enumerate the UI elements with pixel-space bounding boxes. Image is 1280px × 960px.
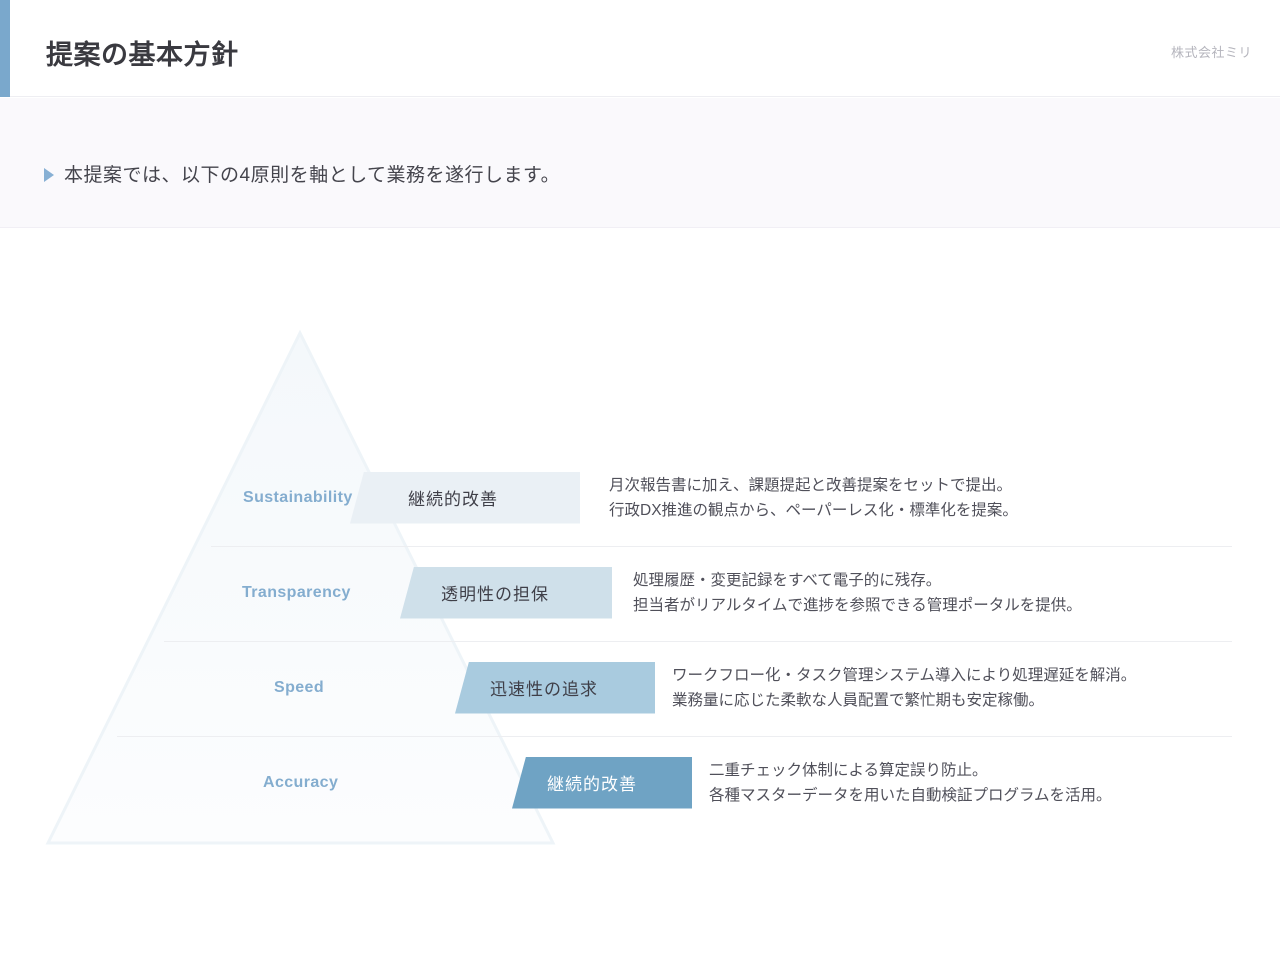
- level-description-line: 担当者がリアルタイムで進捗を参照できる管理ポータルを提供。: [633, 596, 1082, 614]
- level-banner-label: 継続的改善: [408, 490, 498, 509]
- level-en-label: Speed: [274, 678, 325, 696]
- row-divider: [164, 641, 1232, 642]
- banner-shape: [400, 566, 612, 619]
- lead-statement-band: 本提案では、以下の4原則を軸として業務を遂行します。: [0, 98, 1280, 228]
- banner-shape: [350, 471, 580, 524]
- pyramid-row-speed: Speed 迅速性の追求 ワークフロー化・タスク管理システム導入により処理遅延を…: [0, 640, 1280, 735]
- level-description: 処理履歴・変更記録をすべて電子的に残存。 担当者がリアルタイムで進捗を参照できる…: [633, 567, 1082, 617]
- level-description-line: ワークフロー化・タスク管理システム導入により処理遅延を解消。: [672, 666, 1137, 684]
- pyramid-row-accuracy: Accuracy 継続的改善 二重チェック体制による算定誤り防止。 各種マスター…: [0, 735, 1280, 830]
- level-banner: 継続的改善: [512, 756, 692, 809]
- row-divider: [117, 736, 1232, 737]
- page-title: 提案の基本方針: [46, 40, 239, 70]
- level-description-line: 行政DX推進の観点から、ペーパーレス化・標準化を提案。: [609, 501, 1018, 519]
- level-description-line: 業務量に応じた柔軟な人員配置で繁忙期も安定稼働。: [672, 691, 1045, 709]
- triangle-right-icon: [44, 167, 54, 182]
- slide-header: 提案の基本方針 株式会社ミリ: [0, 0, 1280, 97]
- level-description: 二重チェック体制による算定誤り防止。 各種マスターデータを用いた自動検証プログラ…: [709, 757, 1112, 807]
- level-banner-label: 継続的改善: [547, 775, 637, 794]
- banner-shape: [455, 661, 655, 714]
- lead-statement-text: 本提案では、以下の4原則を軸として業務を遂行します。: [64, 165, 561, 186]
- level-en-label: Transparency: [242, 583, 351, 601]
- company-brand-label: 株式会社ミリ: [1170, 45, 1252, 60]
- level-description-line: 各種マスターデータを用いた自動検証プログラムを活用。: [709, 786, 1112, 804]
- level-description: ワークフロー化・タスク管理システム導入により処理遅延を解消。 業務量に応じた柔軟…: [672, 662, 1136, 712]
- lead-statement-row: 本提案では、以下の4原則を軸として業務を遂行します。: [44, 160, 560, 187]
- level-description: 月次報告書に加え、課題提起と改善提案をセットで提出。 行政DX推進の観点から、ペ…: [609, 472, 1018, 522]
- level-banner: 迅速性の追求: [455, 661, 655, 714]
- banner-shape: [512, 756, 692, 809]
- level-description-line: 二重チェック体制による算定誤り防止。: [709, 761, 988, 779]
- pyramid-row-transparency: Transparency 透明性の担保 処理履歴・変更記録をすべて電子的に残存。…: [0, 545, 1280, 640]
- level-banner: 継続的改善: [350, 471, 580, 524]
- pyramid-row-sustainability: Sustainability 継続的改善 月次報告書に加え、課題提起と改善提案を…: [0, 450, 1280, 545]
- level-description-line: 月次報告書に加え、課題提起と改善提案をセットで提出。: [609, 476, 1013, 494]
- level-banner-label: 透明性の担保: [441, 585, 549, 604]
- header-accent-bar: [0, 0, 10, 97]
- level-description-line: 処理履歴・変更記録をすべて電子的に残存。: [633, 571, 942, 589]
- level-banner: 透明性の担保: [400, 566, 612, 619]
- level-banner-label: 迅速性の追求: [490, 680, 598, 699]
- level-en-label: Accuracy: [263, 773, 339, 791]
- pyramid-diagram: Sustainability 継続的改善 月次報告書に加え、課題提起と改善提案を…: [0, 228, 1280, 960]
- level-en-label: Sustainability: [243, 488, 353, 506]
- row-divider: [211, 546, 1232, 547]
